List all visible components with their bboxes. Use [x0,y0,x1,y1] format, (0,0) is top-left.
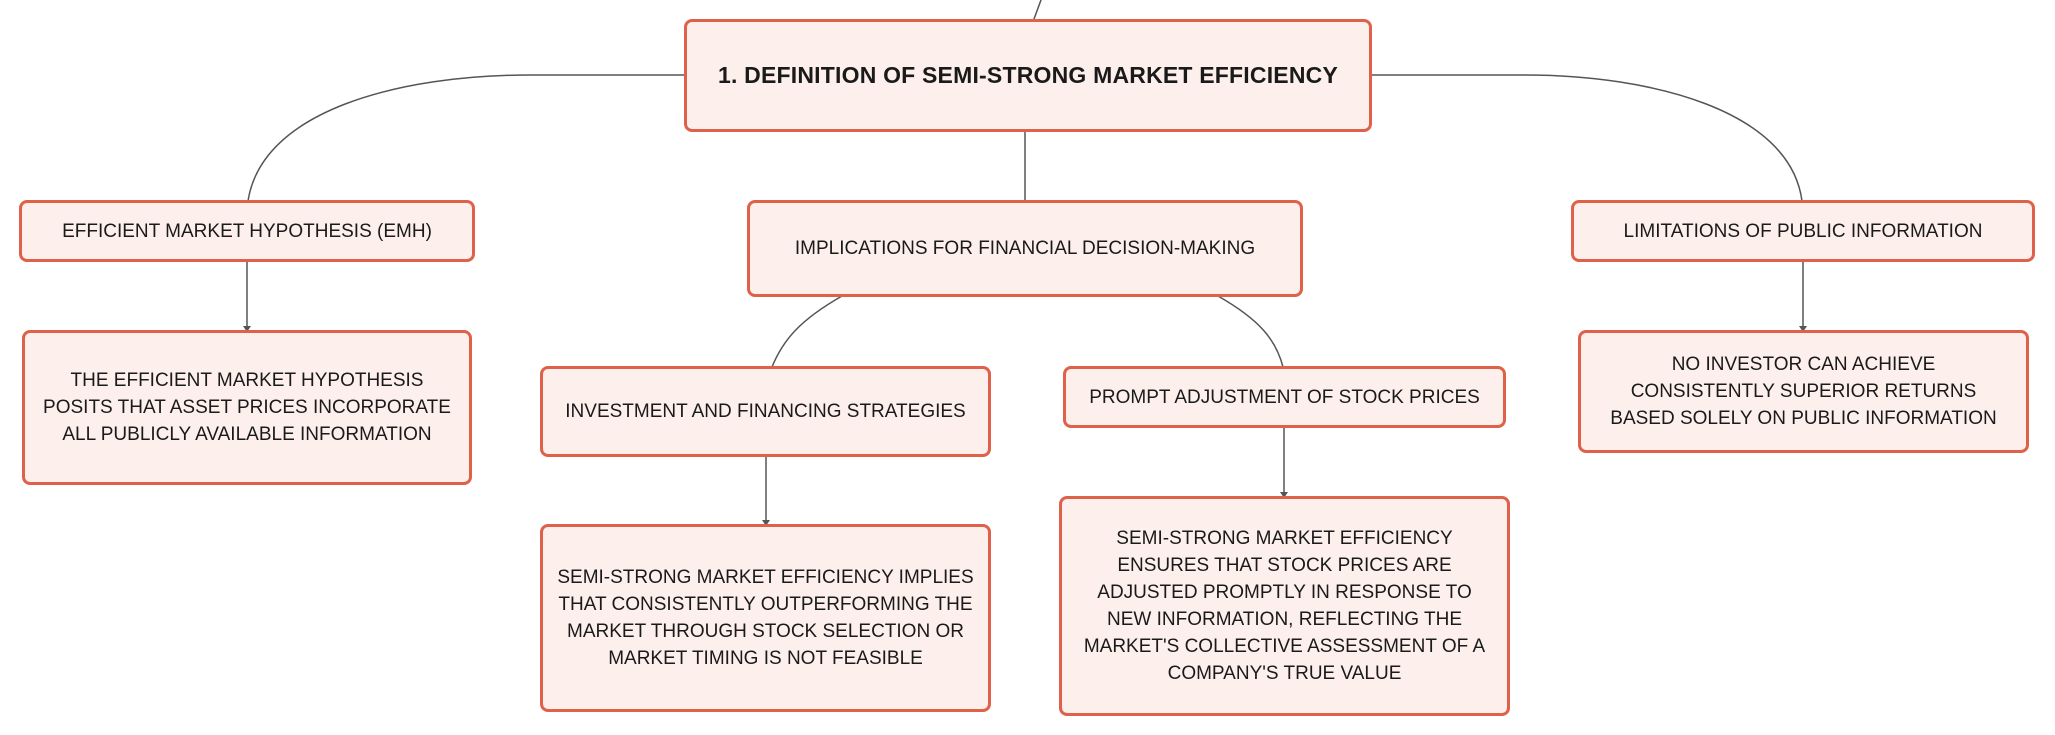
root-node-label: 1. DEFINITION OF SEMI-STRONG MARKET EFFI… [718,62,1338,88]
arrowhead-investment-detail [762,520,770,526]
prompt-node-label: PROMPT ADJUSTMENT OF STOCK PRICES [1089,386,1480,408]
prompt-detail-node[interactable]: SEMI-STRONG MARKET EFFICIENCY ENSURES TH… [1059,496,1510,716]
emh-detail-text: THE EFFICIENT MARKET HYPOTHESIS POSITS T… [43,370,451,445]
limitations-detail-text: NO INVESTOR CAN ACHIEVE CONSISTENTLY SUP… [1610,354,1997,429]
prompt-detail-text: SEMI-STRONG MARKET EFFICIENCY ENSURES TH… [1083,528,1486,684]
connector-root-limitations [1370,74,1803,202]
limitations-node[interactable]: LIMITATIONS OF PUBLIC INFORMATION [1571,200,2035,262]
investment-detail-text: SEMI-STRONG MARKET EFFICIENCY IMPLIES TH… [557,567,974,669]
limitations-node-label: LIMITATIONS OF PUBLIC INFORMATION [1623,220,1983,242]
connector-implications-investment [771,295,843,368]
investment-node-label: INVESTMENT AND FINANCING STRATEGIES [565,401,966,422]
connector-parent-root [1033,0,1042,20]
implications-node-label: IMPLICATIONS FOR FINANCIAL DECISION-MAKI… [794,238,1256,259]
root-node[interactable]: 1. DEFINITION OF SEMI-STRONG MARKET EFFI… [684,19,1372,132]
limitations-detail-node[interactable]: NO INVESTOR CAN ACHIEVE CONSISTENTLY SUP… [1578,330,2029,453]
emh-detail-node[interactable]: THE EFFICIENT MARKET HYPOTHESIS POSITS T… [22,330,472,485]
investment-node[interactable]: INVESTMENT AND FINANCING STRATEGIES [540,366,991,457]
connector-root-emh [247,74,686,202]
arrowhead-limitations-detail [1799,326,1807,332]
implications-node[interactable]: IMPLICATIONS FOR FINANCIAL DECISION-MAKI… [747,200,1303,297]
emh-node-label: EFFICIENT MARKET HYPOTHESIS (EMH) [62,220,432,242]
arrowhead-emh-detail [243,326,251,332]
prompt-node[interactable]: PROMPT ADJUSTMENT OF STOCK PRICES [1063,366,1506,428]
emh-node[interactable]: EFFICIENT MARKET HYPOTHESIS (EMH) [19,200,475,262]
arrowhead-prompt-detail [1280,492,1288,498]
investment-detail-node[interactable]: SEMI-STRONG MARKET EFFICIENCY IMPLIES TH… [540,524,991,712]
connector-implications-prompt [1217,295,1284,368]
